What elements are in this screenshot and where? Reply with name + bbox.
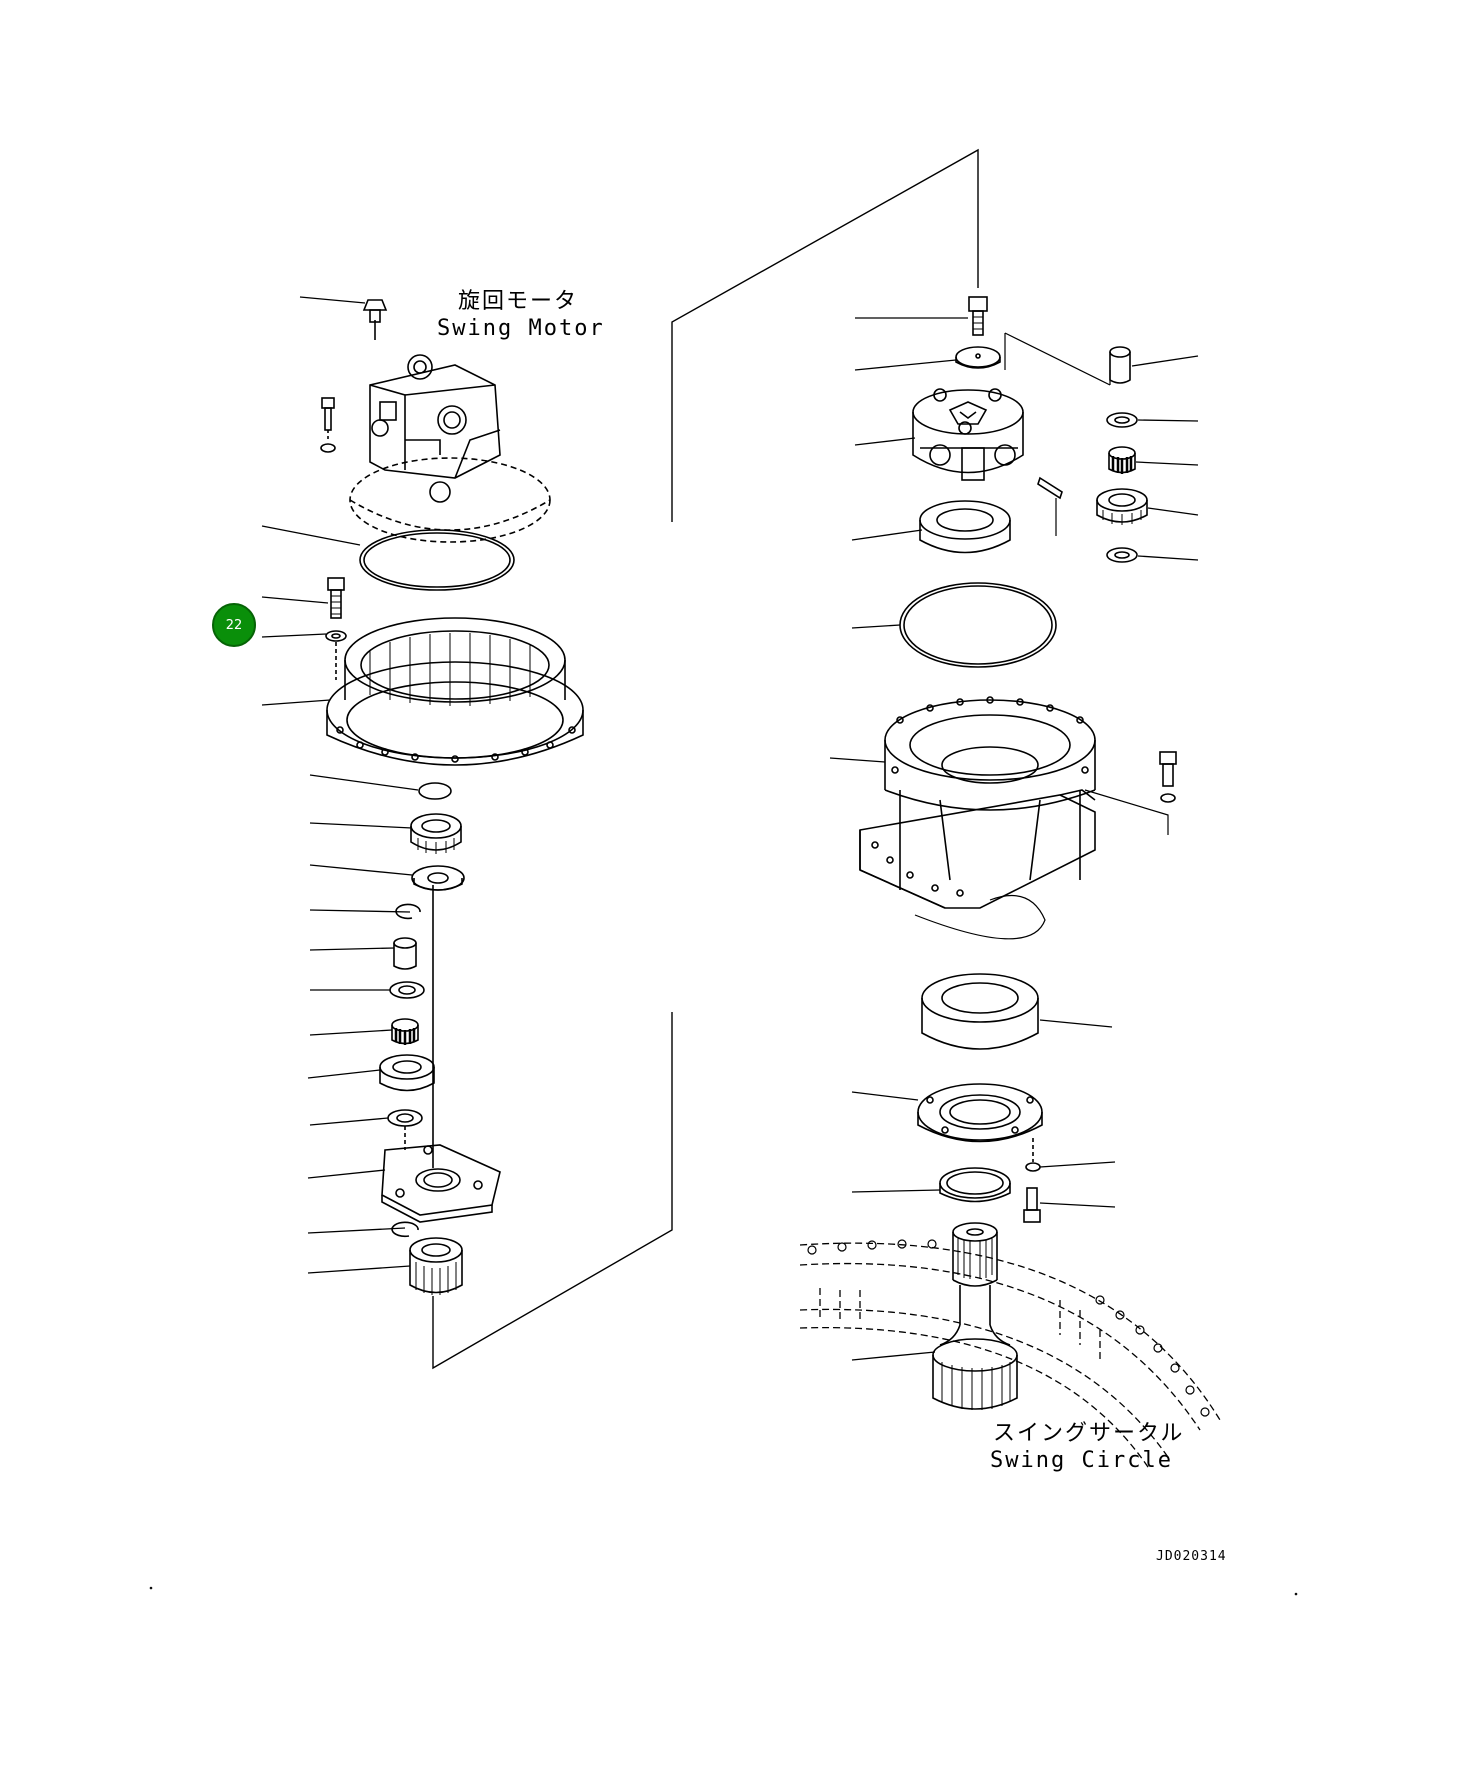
- main-bearing: [921, 973, 1039, 1050]
- swing-motor-label-jp: 旋回モータ: [458, 289, 579, 314]
- swing-motor: [320, 299, 551, 543]
- needle-bearing: [1108, 446, 1136, 474]
- pin: [1109, 346, 1131, 384]
- bolt: [327, 577, 345, 619]
- connection-lines: [432, 148, 979, 1370]
- swing-circle-label-jp: スイングサークル: [993, 1421, 1185, 1446]
- retainer-flange: [917, 1083, 1043, 1143]
- o-ring: [359, 529, 515, 591]
- gear-housing: [859, 696, 1096, 940]
- bolt: [968, 296, 988, 336]
- swing-circle: [799, 1242, 1221, 1471]
- swing-motor-label-en: Swing Motor: [437, 316, 605, 341]
- o-ring-inner: [903, 585, 1053, 665]
- thrust-plate: [411, 865, 465, 891]
- planet-gear: [379, 1054, 435, 1092]
- needle-bearing: [391, 1018, 419, 1045]
- planet-carrier: [912, 388, 1024, 481]
- right-leader-lines: [829, 317, 1199, 1361]
- retaining-ring: [395, 903, 421, 920]
- spacer-ring: [939, 1167, 1011, 1203]
- ring-gear: [326, 617, 584, 766]
- pin: [393, 937, 417, 970]
- o-ring: [899, 582, 1057, 668]
- thrust-washer: [1106, 547, 1138, 563]
- swing-circle-label-en: Swing Circle: [990, 1448, 1173, 1473]
- callout-badge-22[interactable]: 22: [212, 603, 256, 647]
- carrier-plate: [381, 1144, 501, 1223]
- bearing: [919, 500, 1011, 554]
- thrust-washer: [387, 1109, 423, 1127]
- washer: [1025, 1162, 1041, 1172]
- planet-gear: [1096, 488, 1148, 525]
- drawing-code: JD020314: [1156, 1549, 1227, 1564]
- left-leader-lines: [261, 296, 419, 1274]
- snap-ring: [391, 1221, 419, 1238]
- pinion-shaft: [932, 1222, 1018, 1410]
- sun-gear: [409, 1237, 463, 1295]
- swing-circle-holes: [807, 1239, 1210, 1417]
- bearing: [410, 813, 462, 854]
- bolt: [1023, 1187, 1041, 1223]
- thrust-washer: [1106, 412, 1138, 428]
- thrust-washer: [389, 981, 425, 999]
- snap-ring: [418, 782, 452, 800]
- washer: [1160, 793, 1176, 803]
- cover-plate: [955, 346, 1001, 369]
- dowel-pin: [1037, 476, 1063, 500]
- bolt: [1159, 751, 1177, 787]
- washer: [325, 630, 347, 642]
- o-ring-inner: [363, 532, 511, 588]
